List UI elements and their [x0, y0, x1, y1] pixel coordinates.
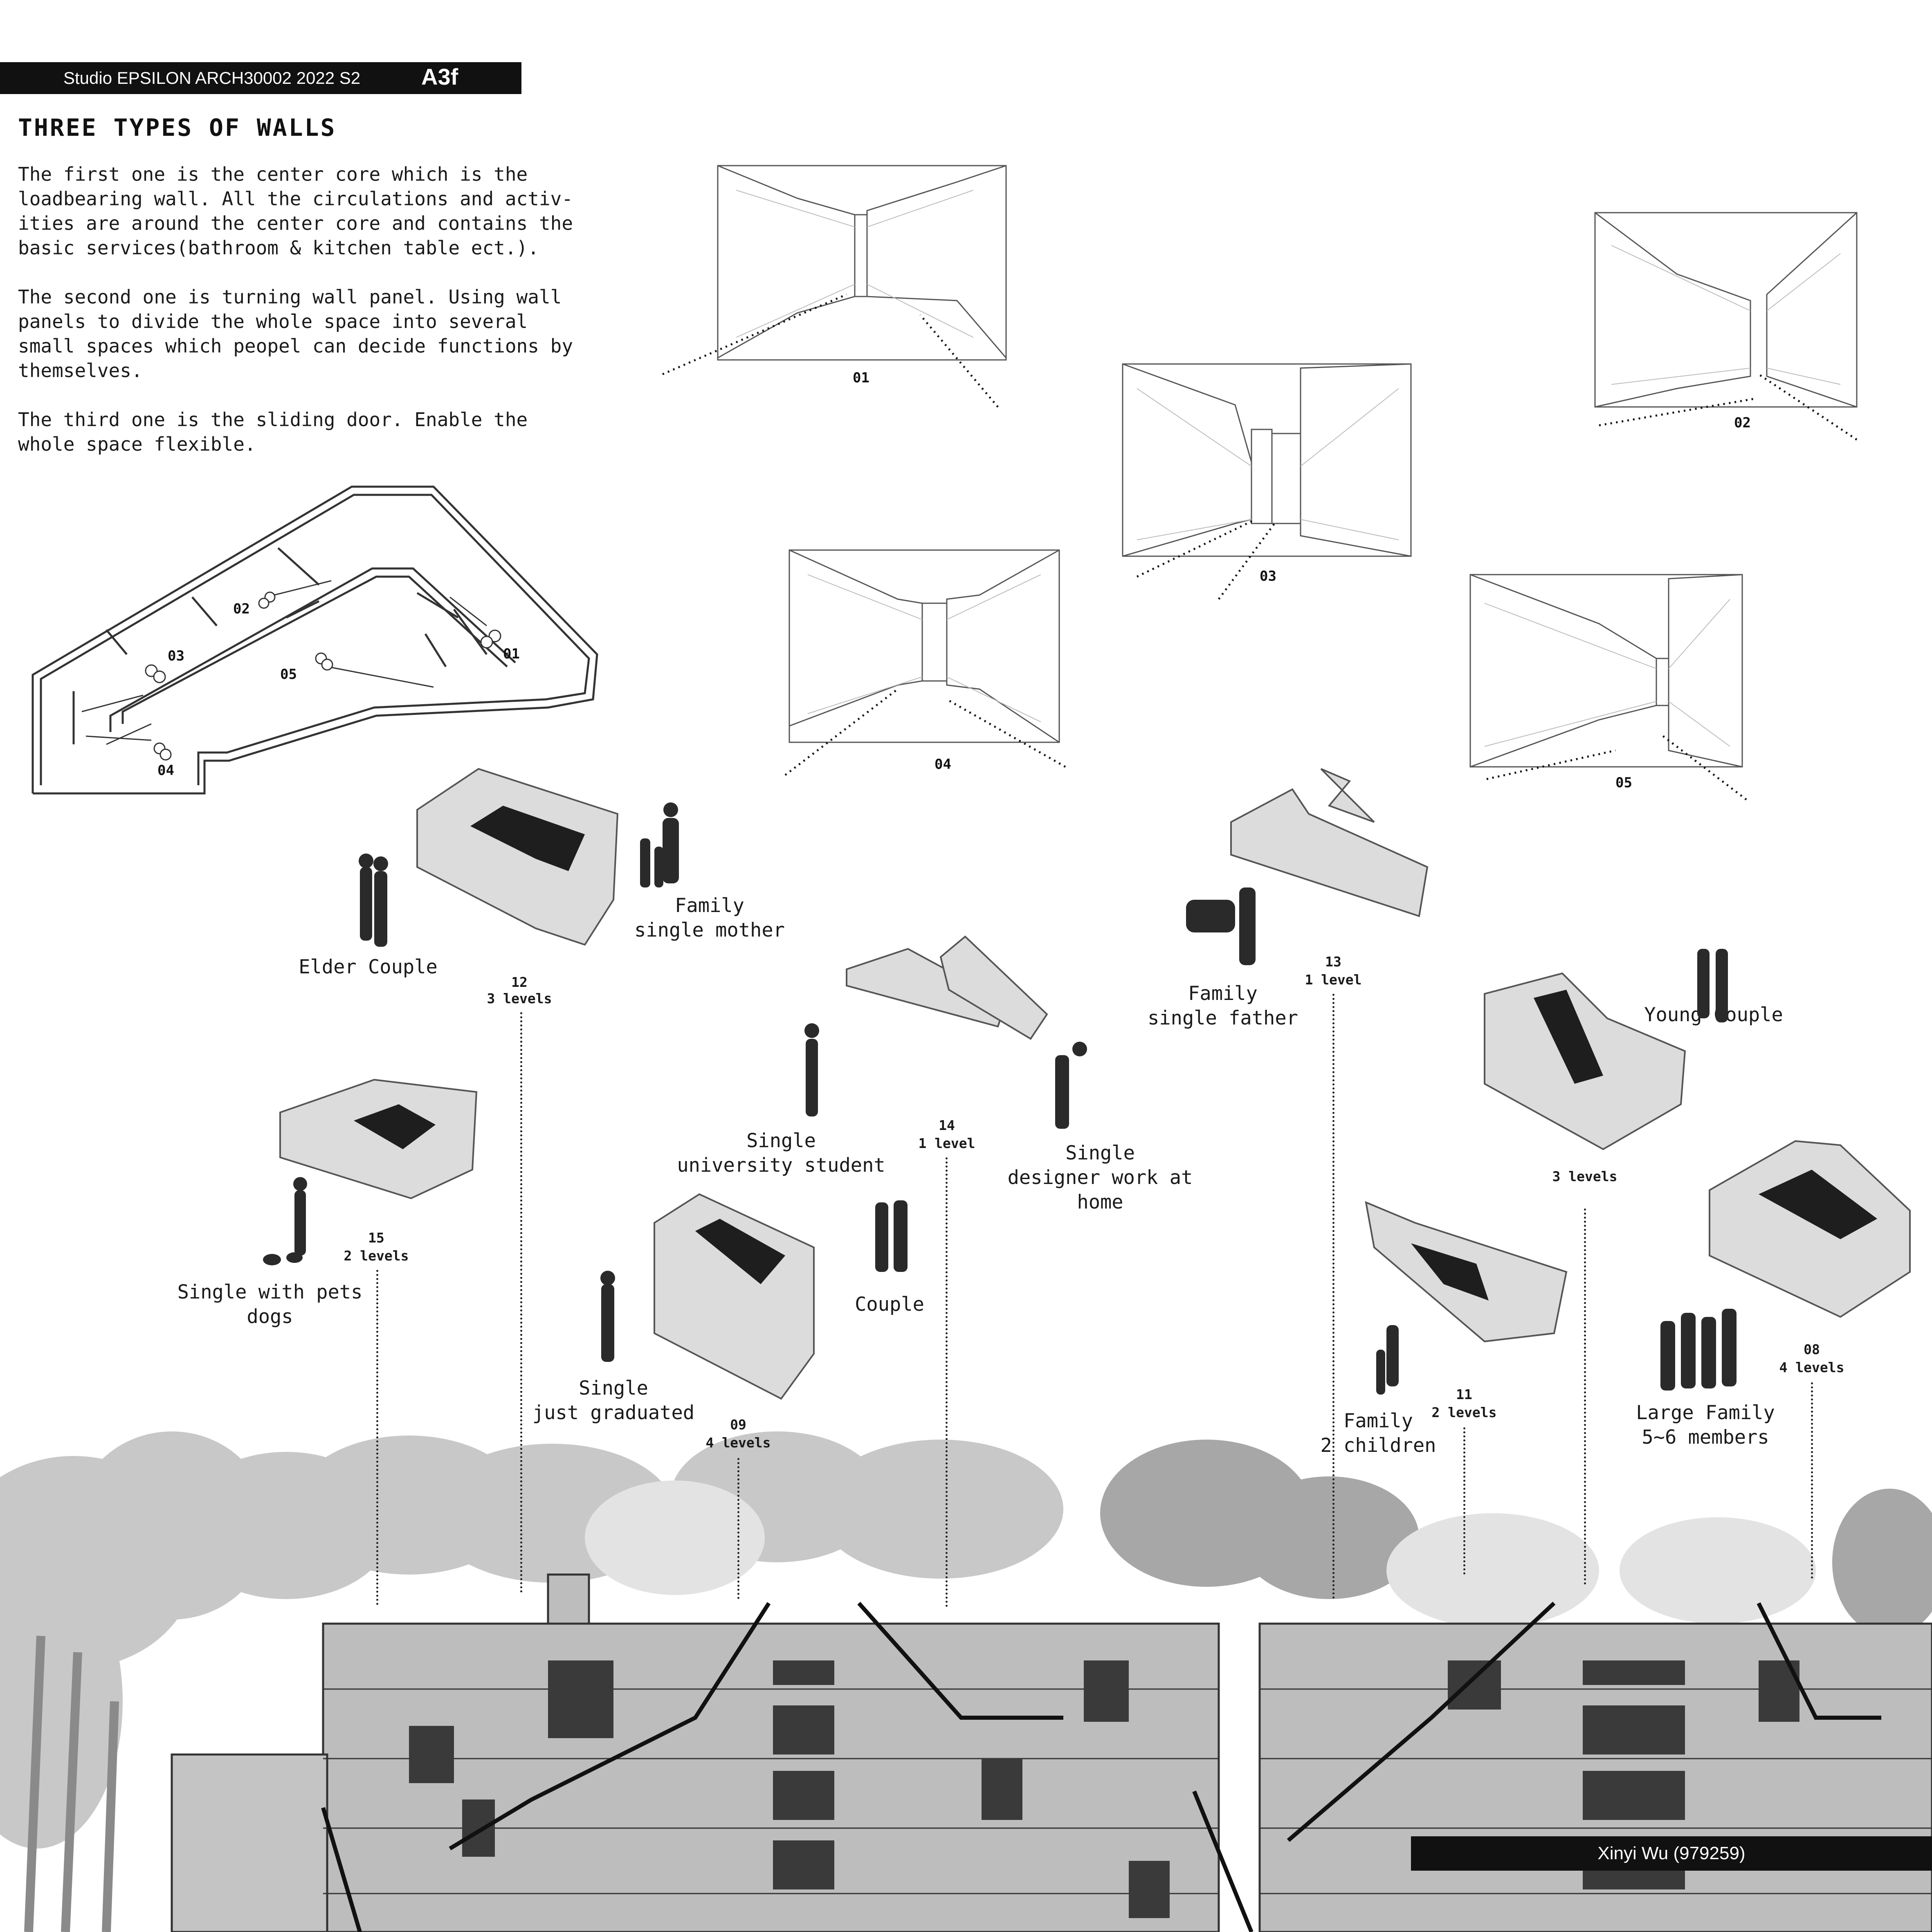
unit-11-leader [1463, 1427, 1465, 1575]
author-name: Xinyi Wu (979259) [1597, 1843, 1746, 1863]
unit-08-levels: 4 levels [1779, 1359, 1844, 1375]
paragraph-center-core: The first one is the center core which i… [18, 163, 573, 259]
unit-model-10 [1484, 972, 1686, 1150]
unit-13-leader [1332, 994, 1334, 1599]
floor-plan: 02 03 05 01 04 [31, 485, 598, 795]
perspective-label-05: 05 [1615, 775, 1632, 791]
perspective-label-04: 04 [935, 756, 951, 773]
unit-14-number: 14 [939, 1117, 955, 1133]
unit-model-12 [416, 768, 619, 946]
unit-15-levels: 2 levels [344, 1248, 409, 1264]
unit-15-leader [376, 1270, 378, 1605]
unit-12-leader [520, 1012, 522, 1593]
unit-08-leader [1811, 1382, 1813, 1579]
unit-12-levels: 3 levels [487, 991, 552, 1006]
unit-14-leader [946, 1157, 948, 1607]
perspective-label-01: 01 [853, 370, 869, 386]
unit-13-number-text: 13 [1325, 954, 1341, 970]
plan-label-04: 04 [157, 762, 174, 779]
perspective-04: 04 [784, 549, 1066, 776]
unit-09-number: 09 [730, 1417, 746, 1433]
unit-10-levels-number: 3 levels [1552, 1168, 1617, 1184]
unit-14-levels: 1 level [918, 1135, 975, 1151]
unit-09-label: Single just graduated [532, 1377, 695, 1424]
unit-10-leader [1584, 1209, 1586, 1585]
unit-12-number: 12 [511, 974, 528, 990]
unit-08-number: 08 [1804, 1341, 1820, 1357]
unit-model-08 [1709, 1140, 1911, 1318]
studio-label: Studio EPSILON ARCH30002 2022 S2 [63, 68, 361, 88]
unit-13-label: Family single father [1148, 982, 1298, 1029]
unit-13-levels: 1 level [1305, 972, 1362, 988]
perspective-label-03: 03 [1260, 568, 1276, 584]
unit-designer-label: Single designer work at home [1007, 1142, 1193, 1213]
unit-model-15 [279, 1078, 478, 1200]
unit-model-09 [654, 1193, 815, 1400]
elevation-facade [0, 1431, 1932, 1932]
paragraph-sliding-door: The third one is the sliding door. Enabl… [18, 409, 528, 455]
unit-model-13 [1230, 768, 1429, 917]
unit-couple-label: Couple [855, 1293, 924, 1316]
unit-09-leader [737, 1458, 739, 1599]
unit-single-mother-label: Family single mother [634, 894, 785, 941]
unit-12-label: Elder Couple [299, 956, 438, 978]
unit-11-number: 11 [1456, 1386, 1472, 1402]
unit-model-11 [1365, 1201, 1568, 1343]
plan-label-05: 05 [280, 666, 297, 683]
unit-11-label: Family 2 children [1320, 1410, 1436, 1457]
perspective-03: 03 [1122, 363, 1412, 600]
plan-label-02: 02 [233, 601, 250, 617]
header-bar: Studio EPSILON ARCH30002 2022 S2 A3f [0, 62, 521, 94]
footer-bar: Xinyi Wu (979259) [1411, 1836, 1932, 1871]
perspective-01: 01 [662, 165, 1007, 408]
unit-11-levels: 2 levels [1431, 1404, 1497, 1420]
perspective-05: 05 [1469, 574, 1747, 800]
perspective-label-02: 02 [1734, 415, 1751, 431]
unit-14-label: Single university student [677, 1130, 885, 1177]
perspective-02: 02 [1594, 212, 1858, 441]
paragraph-wall-panel: The second one is turning wall panel. Us… [18, 286, 573, 382]
unit-15-label: Single with pets dogs [177, 1281, 363, 1328]
unit-08-label: Large Family 5~6 members [1636, 1402, 1775, 1449]
sheet-code: A3f [421, 64, 458, 90]
unit-09-levels: 4 levels [705, 1435, 771, 1451]
plan-label-01: 01 [503, 646, 520, 662]
unit-15-number: 15 [368, 1230, 384, 1246]
page-title: THREE TYPES OF WALLS [18, 114, 337, 142]
plan-label-03: 03 [168, 648, 184, 664]
unit-model-14 [846, 935, 1048, 1040]
